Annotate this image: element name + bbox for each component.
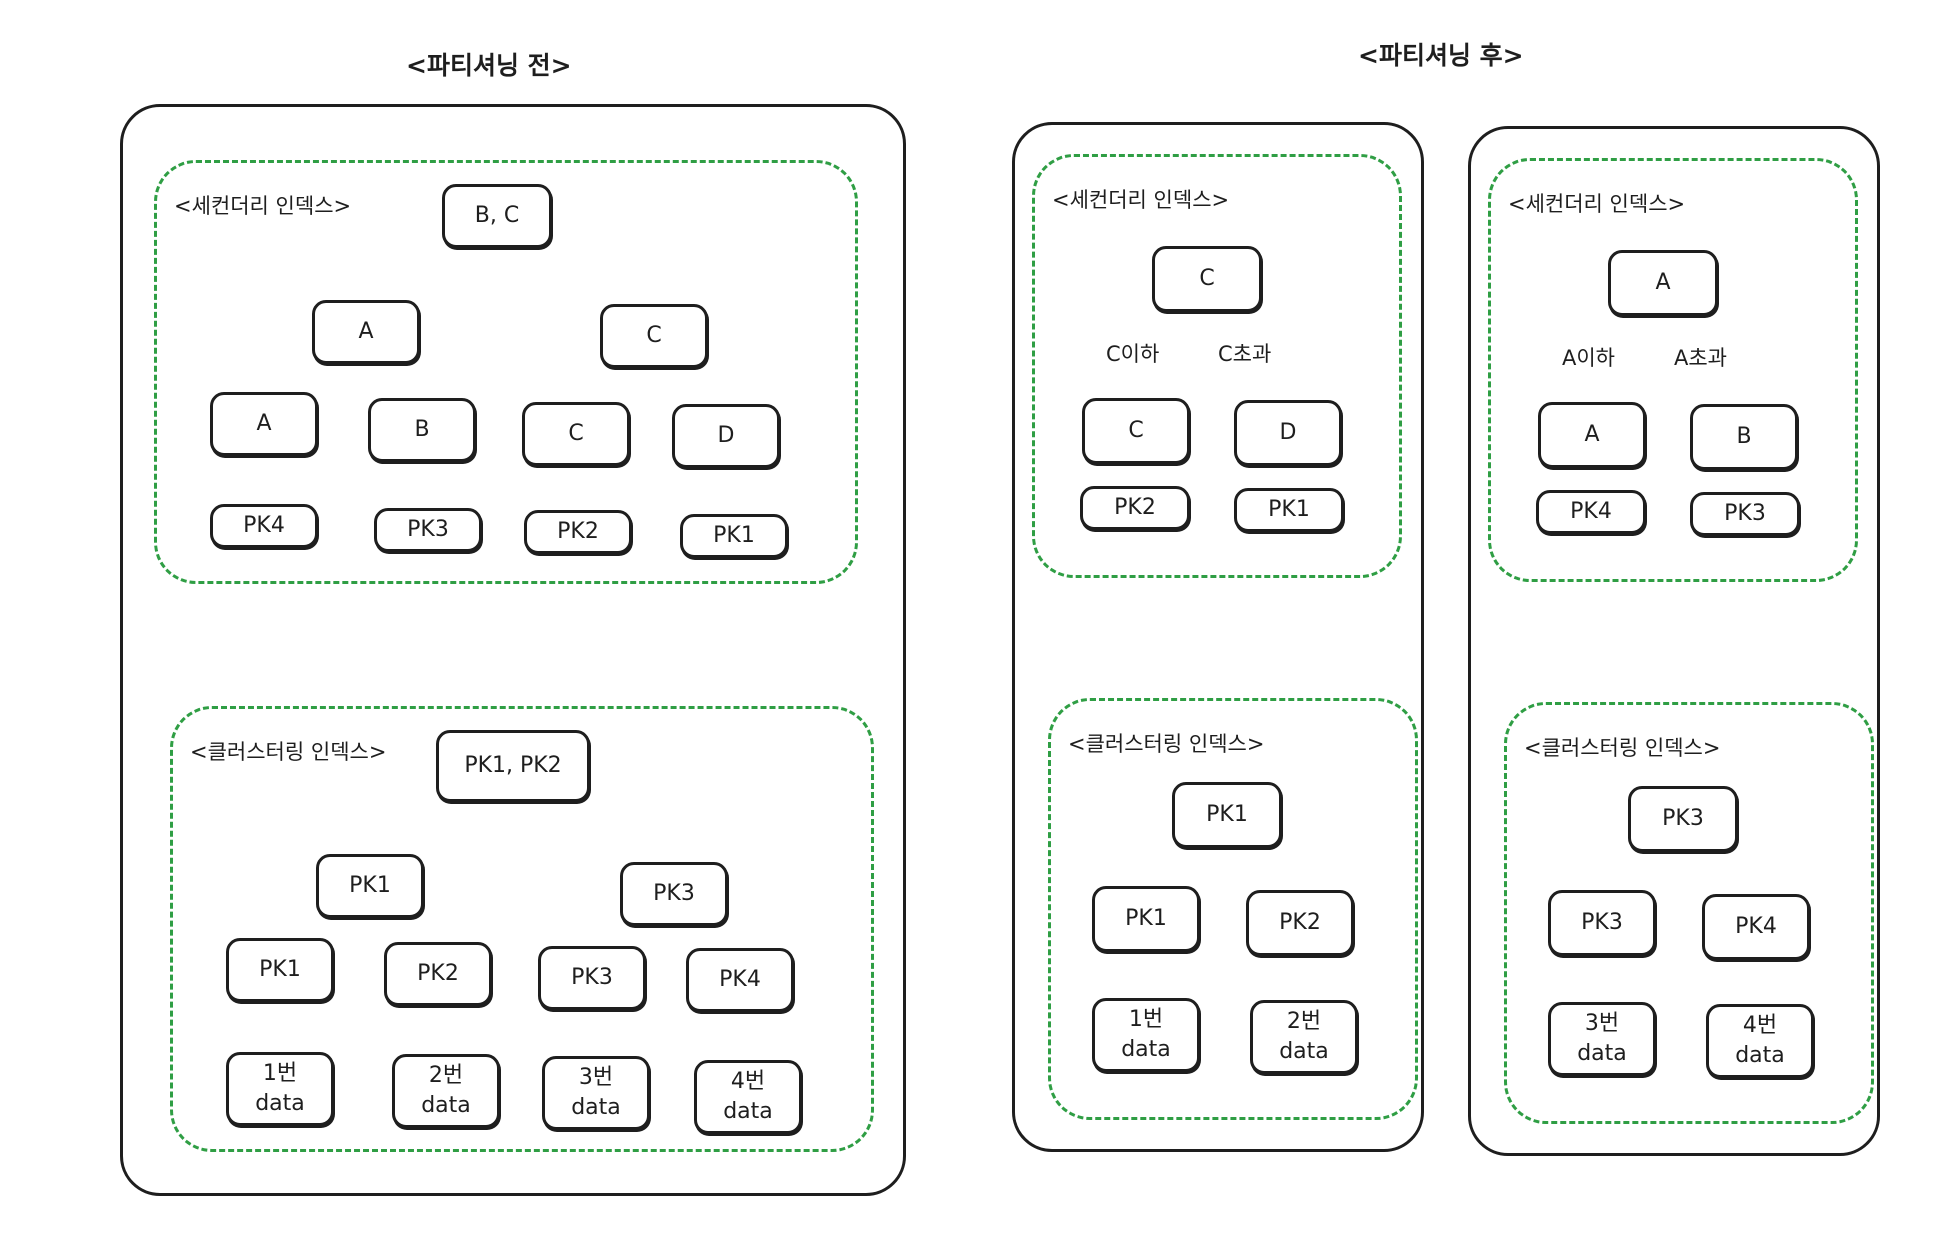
node-data: 2번 data [1250, 1000, 1358, 1074]
node-internal: C [600, 304, 708, 368]
node-pk: PK2 [1080, 486, 1190, 530]
node-leaf: B [368, 398, 476, 462]
node-data: 3번 data [1548, 1002, 1656, 1076]
node-data: 2번 data [392, 1054, 500, 1128]
node-leaf: D [1234, 400, 1342, 466]
node-root: B, C [442, 184, 552, 248]
node-leaf: A [210, 392, 318, 456]
zone-label-clustering: <클러스터링 인덱스> [1068, 732, 1265, 756]
node-data: 4번 data [694, 1060, 802, 1134]
zone-secondary-before [154, 160, 858, 584]
node-data: 3번 data [542, 1056, 650, 1130]
node-leaf: PK3 [538, 946, 646, 1010]
node-pk: PK1 [1234, 488, 1344, 532]
node-leaf: PK4 [686, 948, 794, 1012]
node-leaf: C [522, 402, 630, 466]
node-data: 1번 data [226, 1052, 334, 1126]
node-internal: PK1 [316, 854, 424, 918]
node-root: PK1, PK2 [436, 730, 590, 802]
node-pk: PK3 [1690, 492, 1800, 536]
node-leaf: C [1082, 398, 1190, 464]
node-pk: PK2 [524, 510, 632, 554]
node-leaf: PK4 [1702, 894, 1810, 960]
panel-before [120, 104, 906, 1196]
node-pk: PK4 [1536, 490, 1646, 534]
zone-label-secondary: <세컨더리 인덱스> [1052, 188, 1230, 212]
node-root: PK3 [1628, 786, 1738, 852]
zone-label-secondary: <세컨더리 인덱스> [174, 194, 352, 218]
title-after-partitioning: <파티셔닝 후> [1358, 41, 1524, 70]
zone-label-secondary: <세컨더리 인덱스> [1508, 192, 1686, 216]
node-root: PK1 [1172, 782, 1282, 848]
node-leaf: PK2 [1246, 890, 1354, 956]
zone-clustering-after [1048, 698, 1418, 1120]
edge-label-upper: C초과 [1218, 342, 1272, 366]
node-pk: PK1 [680, 514, 788, 558]
zone-secondary-after [1488, 158, 1858, 582]
edge-label-lower: C이하 [1106, 342, 1160, 366]
node-leaf: A [1538, 402, 1646, 468]
zone-secondary-after [1032, 154, 1402, 578]
title-before-partitioning: <파티셔닝 전> [406, 51, 572, 80]
node-leaf: D [672, 404, 780, 468]
zone-label-clustering: <클러스터링 인덱스> [190, 740, 387, 764]
edge-label-upper: A초과 [1674, 346, 1728, 370]
zone-clustering-after [1504, 702, 1874, 1124]
node-leaf: B [1690, 404, 1798, 470]
node-data: 1번 data [1092, 998, 1200, 1072]
node-pk: PK3 [374, 508, 482, 552]
node-leaf: PK3 [1548, 890, 1656, 956]
node-root: C [1152, 246, 1262, 312]
node-data: 4번 data [1706, 1004, 1814, 1078]
edge-label-lower: A이하 [1562, 346, 1616, 370]
node-leaf: PK1 [226, 938, 334, 1002]
zone-clustering-before [170, 706, 874, 1152]
node-root: A [1608, 250, 1718, 316]
node-leaf: PK1 [1092, 886, 1200, 952]
node-internal: PK3 [620, 862, 728, 926]
zone-label-clustering: <클러스터링 인덱스> [1524, 736, 1721, 760]
node-pk: PK4 [210, 504, 318, 548]
node-internal: A [312, 300, 420, 364]
node-leaf: PK2 [384, 942, 492, 1006]
